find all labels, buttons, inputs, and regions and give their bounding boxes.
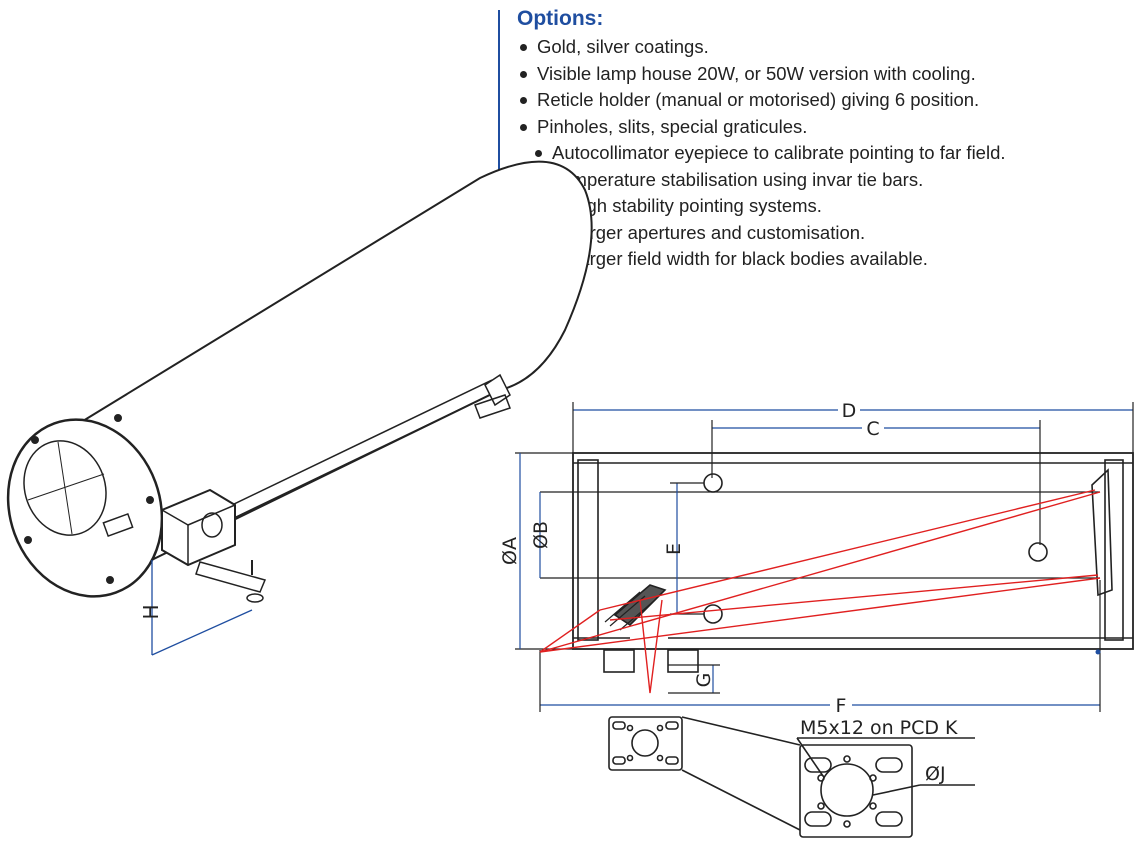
port-circle bbox=[703, 473, 723, 493]
tube-front-face bbox=[6, 418, 164, 598]
section-foot bbox=[603, 649, 635, 673]
tube-outline bbox=[572, 452, 1134, 650]
rear-foot bbox=[474, 373, 511, 419]
name-plate bbox=[102, 513, 134, 537]
mount-detail bbox=[608, 716, 975, 838]
port-circle bbox=[703, 604, 723, 624]
large-mount-plate bbox=[799, 744, 913, 838]
front-foot bbox=[195, 561, 267, 593]
lamp-housing bbox=[161, 488, 236, 567]
face-bolt bbox=[31, 436, 39, 444]
dimension-b-label: ØB bbox=[530, 521, 552, 549]
window-crosshair-h bbox=[27, 473, 105, 501]
dimension-h-label: H bbox=[139, 604, 163, 619]
cross-section bbox=[515, 402, 1134, 712]
option-item: Reticle holder (manual or motorised) giv… bbox=[517, 87, 1142, 114]
option-item: Autocollimator eyepiece to calibrate poi… bbox=[532, 140, 1142, 167]
focus-point bbox=[1095, 649, 1101, 655]
port-circle bbox=[1028, 542, 1048, 562]
dimension-c-label: C bbox=[866, 418, 879, 440]
option-item: Visible lamp house 20W, or 50W version w… bbox=[517, 61, 1142, 88]
window-crosshair-v bbox=[57, 441, 73, 535]
options-title: Options: bbox=[517, 7, 604, 30]
option-item: Gold, silver coatings. bbox=[517, 34, 1142, 61]
face-bolt bbox=[146, 496, 154, 504]
lamp-port bbox=[201, 512, 223, 538]
mount-callout-label: M5x12 on PCD K bbox=[800, 717, 958, 739]
foot-pad bbox=[246, 593, 264, 603]
dimension-j-label: ØJ bbox=[925, 763, 946, 785]
face-bolt bbox=[24, 536, 32, 544]
options-divider bbox=[498, 10, 500, 180]
option-item: Pinholes, slits, special graticules. bbox=[517, 114, 1142, 141]
ray-trace bbox=[539, 489, 1101, 694]
section-foot bbox=[667, 649, 699, 673]
options-list: Gold, silver coatings. Visible lamp hous… bbox=[517, 34, 1142, 273]
lamp-housing-edge bbox=[161, 509, 189, 526]
dimension-f-label: F bbox=[836, 695, 847, 717]
tube-body bbox=[59, 160, 593, 591]
dimension-e-label: E bbox=[663, 543, 685, 555]
options-panel: Options: Gold, silver coatings. Visible … bbox=[517, 6, 1142, 273]
dimension-h bbox=[151, 560, 253, 656]
face-bolt bbox=[106, 576, 114, 584]
lamp-housing-edge bbox=[187, 504, 236, 526]
face-bolt bbox=[114, 414, 122, 422]
mount-bore bbox=[820, 763, 874, 817]
collimator-isometric bbox=[6, 160, 593, 603]
primary-mirror bbox=[1091, 468, 1113, 597]
dimension-a-label: ØA bbox=[499, 537, 521, 565]
mirror-cell bbox=[1104, 459, 1124, 641]
dimension-d-label: D bbox=[842, 400, 857, 422]
dimension-g-label: G bbox=[693, 673, 715, 688]
small-mount-plate bbox=[608, 716, 683, 771]
front-plate bbox=[577, 459, 599, 641]
